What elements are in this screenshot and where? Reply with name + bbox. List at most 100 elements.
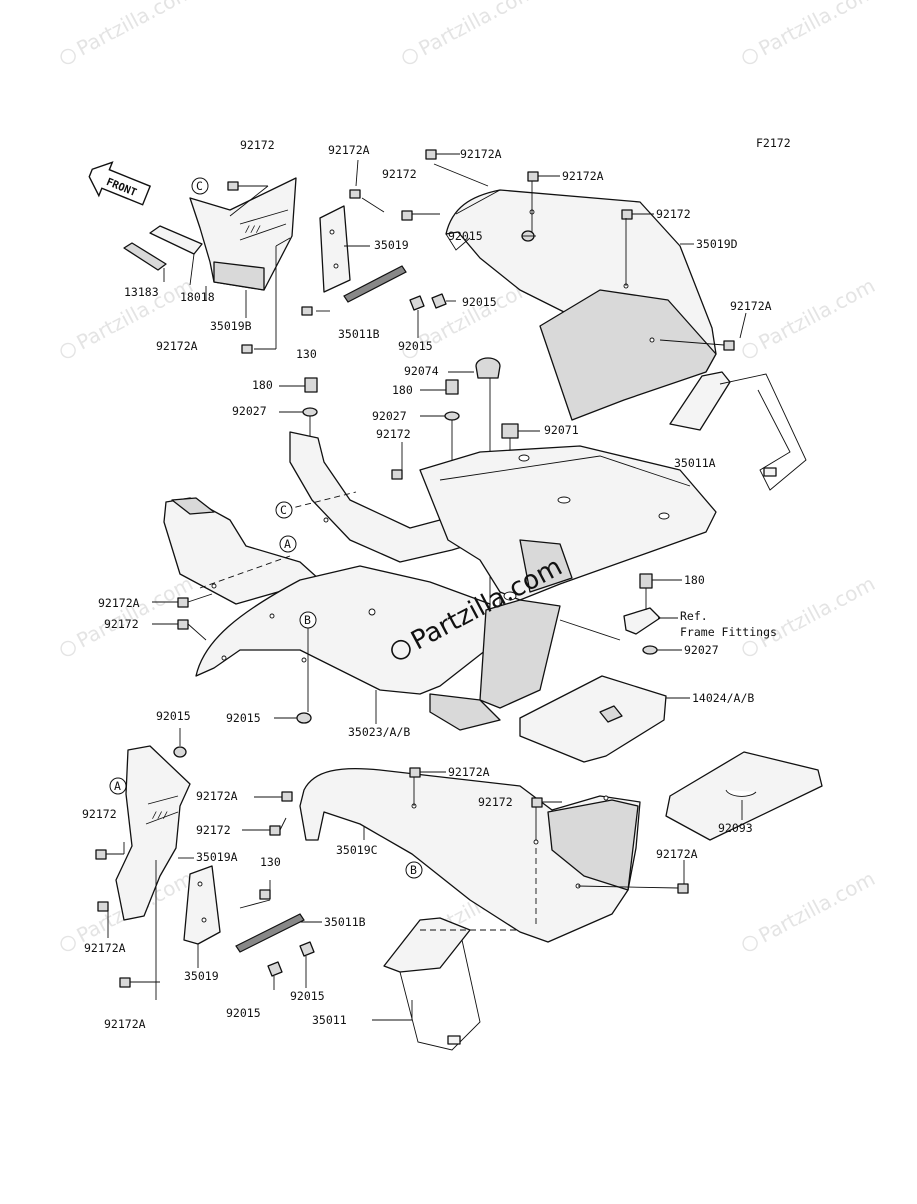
label-92172A: 92172A [156, 339, 198, 353]
leader-lines-ref [559, 579, 682, 651]
bolt-icon [95, 746, 315, 988]
bolt-icon [177, 597, 312, 724]
label-92172: 92172 [240, 138, 275, 152]
callout-b-low: B [405, 861, 423, 879]
leader-lines-middle [152, 593, 377, 724]
label-92172: 92172 [478, 795, 513, 809]
label-92172A: 92172A [84, 941, 126, 955]
part-18018-icon [149, 225, 203, 286]
svg-text:C: C [196, 179, 203, 193]
watermark-text: Partzilla.com [755, 571, 879, 652]
label-92015: 92015 [462, 295, 497, 309]
svg-text:///: /// [152, 811, 168, 821]
label-92172: 92172 [656, 207, 691, 221]
label-92027: 92027 [684, 643, 719, 657]
label-35019D: 35019D [696, 237, 738, 251]
svg-text:B: B [304, 613, 311, 627]
front-arrow-icon: FRONT [88, 161, 152, 206]
svg-text:A: A [114, 779, 121, 793]
bolt-icon [409, 767, 689, 894]
part-35019-top-icon [319, 205, 351, 293]
label-92027: 92027 [232, 404, 267, 418]
label-ref: Ref. [680, 609, 708, 623]
label-130: 130 [296, 347, 317, 361]
svg-text:A: A [284, 537, 291, 551]
label-35019C: 35019C [336, 843, 378, 857]
part-35011B-bottom-icon [235, 913, 305, 953]
leader-lines-top-left [163, 159, 456, 350]
label-92015: 92015 [290, 989, 325, 1003]
label-35019: 35019 [184, 969, 219, 983]
label-14024-A-B: 14024/A/B [692, 691, 754, 705]
label-35011B: 35011B [324, 915, 366, 929]
label-92172A: 92172A [730, 299, 772, 313]
label-92027: 92027 [372, 409, 407, 423]
label-35011B: 35011B [338, 327, 380, 341]
label-92172: 92172 [382, 167, 417, 181]
label-92172A: 92172A [98, 596, 140, 610]
part-frame-fitting-icon [623, 573, 661, 655]
svg-text:C: C [280, 503, 287, 517]
svg-text:B: B [410, 863, 417, 877]
watermark-text: Partzilla.com [755, 273, 879, 354]
callout-c-top: C [191, 177, 209, 195]
watermark-text: Partzilla.com [73, 571, 197, 652]
part-35011-bracket-icon [383, 917, 481, 1051]
label-92172: 92172 [196, 823, 231, 837]
label-92172A: 92172A [656, 847, 698, 861]
callout-a-mid: A [279, 535, 297, 553]
label-92172A: 92172A [460, 147, 502, 161]
part-13183-icon [123, 242, 167, 271]
part-35019-bottom-icon [183, 865, 221, 945]
label-92172A: 92172A [448, 765, 490, 779]
label-92172A: 92172A [196, 789, 238, 803]
part-35019D-fender-icon [445, 189, 717, 421]
label-92015: 92015 [448, 229, 483, 243]
label-92172A: 92172A [562, 169, 604, 183]
label-180: 180 [392, 383, 413, 397]
part-35011B-top-icon [343, 265, 407, 303]
label-92015: 92015 [156, 709, 191, 723]
part-35019B-icon: /// [189, 177, 297, 291]
label-35019B: 35019B [210, 319, 252, 333]
label-92093: 92093 [718, 821, 753, 835]
label-92015: 92015 [398, 339, 433, 353]
watermark-text: Partzilla.com [415, 0, 539, 61]
label-92172: 92172 [104, 617, 139, 631]
label-180: 180 [684, 573, 705, 587]
label-92172: 92172 [376, 427, 411, 441]
label-92172A: 92172A [328, 143, 370, 157]
watermark-text: Partzilla.com [755, 0, 879, 61]
label-92015: 92015 [226, 1006, 261, 1020]
part-14024-cover-icon [519, 675, 667, 763]
bolt-icon [227, 181, 447, 354]
label-92071: 92071 [544, 423, 579, 437]
leader-lines-bottom-left [106, 728, 322, 1000]
label-13183: 13183 [124, 285, 159, 299]
label-35019: 35019 [374, 238, 409, 252]
label-35011: 35011 [312, 1013, 347, 1027]
part-35019C-fender-icon [299, 767, 641, 943]
label-92172: 92172 [82, 807, 117, 821]
label-92074: 92074 [404, 364, 439, 378]
diagram-code: F2172 [756, 136, 791, 150]
part-92093-plate-icon [665, 751, 823, 841]
label-35019A: 35019A [196, 850, 238, 864]
part-35023-main-fender-icon [195, 565, 561, 731]
label-35023-A-B: 35023/A/B [348, 725, 410, 739]
part-35011A-bracket-icon [669, 371, 807, 491]
label-35011A: 35011A [674, 456, 716, 470]
label-180: 180 [252, 378, 273, 392]
label-92015: 92015 [226, 711, 261, 725]
watermark-text: Partzilla.com [73, 0, 197, 61]
part-left-side-panel-icon [163, 497, 321, 605]
part-35019A-flap-icon: /// [115, 745, 191, 921]
label-18018: 18018 [180, 290, 215, 304]
label-130: 130 [260, 855, 281, 869]
bolt-icon [401, 149, 735, 439]
part-rear-body-frame-icon [419, 445, 717, 640]
label-frame-fittings: Frame Fittings [680, 625, 777, 639]
label-92172A: 92172A [104, 1017, 146, 1031]
leader-lines-bottom-right [363, 771, 685, 1021]
